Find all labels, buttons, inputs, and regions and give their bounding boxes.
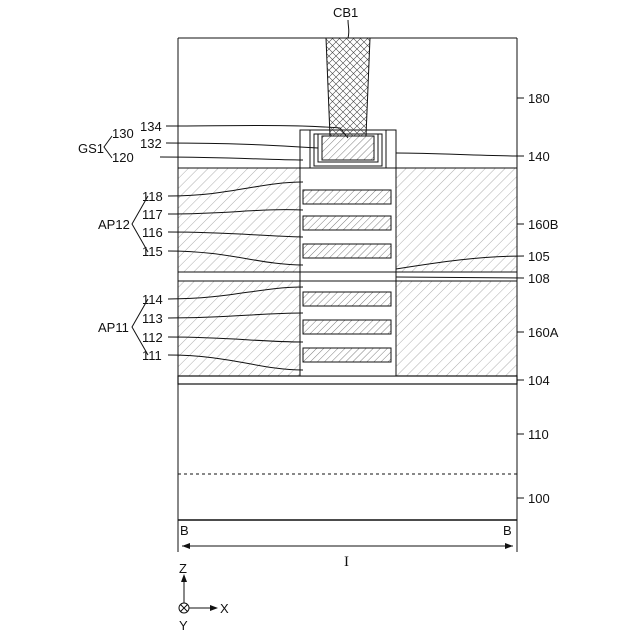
gate-electrode-134 <box>322 136 374 160</box>
label-ap11: AP11 <box>98 320 129 335</box>
label-111: 111 <box>142 348 162 363</box>
label-140: 140 <box>528 149 550 164</box>
label-104: 104 <box>528 373 550 388</box>
label-116: 116 <box>142 225 163 240</box>
label-132: 132 <box>140 136 162 151</box>
label-dimension-i: I <box>344 554 349 570</box>
label-112: 112 <box>142 330 163 345</box>
axis-label-z: Z <box>179 561 187 576</box>
label-180: 180 <box>528 91 550 106</box>
dimension-i <box>178 520 517 552</box>
active-column <box>300 168 396 376</box>
label-105: 105 <box>528 249 550 264</box>
label-b-right: B <box>503 523 512 538</box>
axis-label-x: X <box>220 601 229 616</box>
label-115: 115 <box>142 244 163 259</box>
label-113: 113 <box>142 311 163 326</box>
axis-label-y: Y <box>179 618 188 633</box>
label-118: 118 <box>142 189 163 204</box>
layer-114 <box>303 292 391 306</box>
label-120: 120 <box>112 150 134 165</box>
axis-indicator <box>179 574 218 613</box>
region-100 <box>178 474 517 520</box>
layer-117 <box>303 216 391 230</box>
label-160b: 160B <box>528 217 558 232</box>
label-130: 130 <box>112 126 134 141</box>
label-cb1: CB1 <box>333 5 358 20</box>
label-110: 110 <box>528 427 549 442</box>
label-117: 117 <box>142 207 163 222</box>
layer-116 <box>303 244 391 258</box>
layer-104 <box>178 376 517 384</box>
label-ap12: AP12 <box>98 217 130 232</box>
layer-113 <box>303 320 391 334</box>
layer-118 <box>303 190 391 204</box>
layer-112 <box>303 348 391 362</box>
label-114: 114 <box>142 292 163 307</box>
label-100: 100 <box>528 491 550 506</box>
label-134: 134 <box>140 119 162 134</box>
label-108: 108 <box>528 271 550 286</box>
region-110 <box>178 384 517 474</box>
label-160a: 160A <box>528 325 559 340</box>
label-b-left: B <box>180 523 189 538</box>
label-gs1: GS1 <box>78 141 104 156</box>
contact-cb1 <box>326 38 370 136</box>
